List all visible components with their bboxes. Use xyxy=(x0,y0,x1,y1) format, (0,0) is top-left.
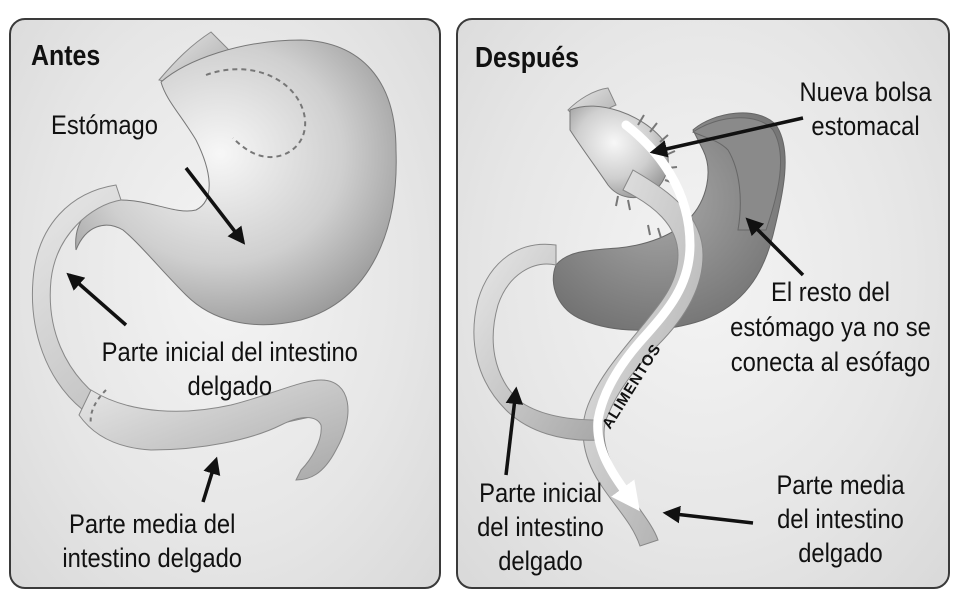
before-illustration xyxy=(11,20,439,587)
stomach xyxy=(76,40,397,325)
label-middle-intestine-after: Parte media del intestino delgado xyxy=(768,468,913,570)
label-initial-intestine-after-line2: del intestino xyxy=(468,510,613,544)
label-middle-intestine: Parte media del intestino delgado xyxy=(51,507,253,575)
label-stomach: Estómago xyxy=(51,108,158,142)
label-new-pouch: Nueva bolsa estomacal xyxy=(793,75,938,143)
label-initial-intestine: Parte inicial del intestino delgado xyxy=(89,335,371,403)
label-remnant-stomach-line3: conecta al esófago xyxy=(723,345,939,380)
before-panel: Antes Estómago Parte inicial del intesti… xyxy=(9,18,441,589)
label-initial-intestine-after: Parte inicial del intestino delgado xyxy=(468,476,613,578)
after-panel: ALIMENTOS Después Nueva bolsa estomacal … xyxy=(456,18,950,589)
label-initial-intestine-after-line3: delgado xyxy=(468,544,613,578)
arrow-middle-intestine xyxy=(203,460,216,502)
label-initial-intestine-line1: Parte inicial del intestino xyxy=(89,335,371,369)
after-title: Después xyxy=(475,42,579,75)
label-middle-intestine-after-line3: delgado xyxy=(768,536,913,570)
label-remnant-stomach-line1: El resto del xyxy=(723,275,939,310)
label-initial-intestine-line2: delgado xyxy=(89,369,371,403)
label-middle-intestine-line1: Parte media del xyxy=(51,507,253,541)
arrow-middle-intestine-after xyxy=(666,513,753,523)
before-title: Antes xyxy=(31,40,100,73)
label-initial-intestine-after-line1: Parte inicial xyxy=(468,476,613,510)
label-new-pouch-line1: Nueva bolsa xyxy=(793,75,938,109)
label-remnant-stomach: El resto del estómago ya no se conecta a… xyxy=(723,275,939,380)
label-middle-intestine-line2: intestino delgado xyxy=(51,541,253,575)
label-middle-intestine-after-line2: del intestino xyxy=(768,502,913,536)
label-remnant-stomach-line2: estómago ya no se xyxy=(723,310,939,345)
arrow-initial-intestine xyxy=(69,275,126,325)
label-new-pouch-line2: estomacal xyxy=(793,109,938,143)
label-middle-intestine-after-line1: Parte media xyxy=(768,468,913,502)
